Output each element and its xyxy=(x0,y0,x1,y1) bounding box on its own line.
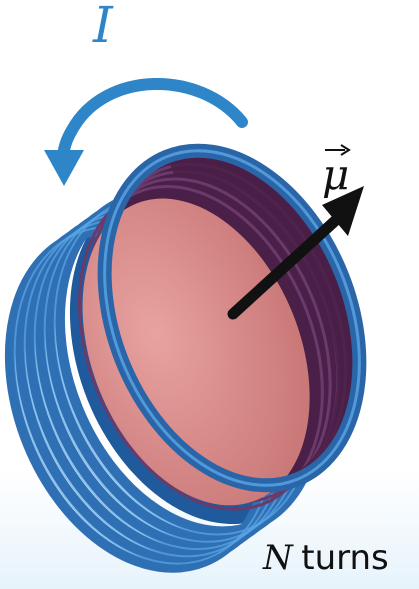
curved-arrow-icon xyxy=(57,78,248,166)
turns-word: turns xyxy=(301,538,389,578)
turns-label: N turns xyxy=(263,541,389,576)
vector-arrow-icon xyxy=(325,144,351,156)
curved-arrow-head xyxy=(44,150,84,186)
magnetic-moment-label: μ xyxy=(322,150,350,199)
current-label: I xyxy=(93,0,113,54)
moment-arrow-head xyxy=(322,186,364,236)
straight-arrow-icon xyxy=(227,214,342,320)
turns-variable: N xyxy=(263,538,293,578)
coil-front-rim xyxy=(97,143,367,493)
